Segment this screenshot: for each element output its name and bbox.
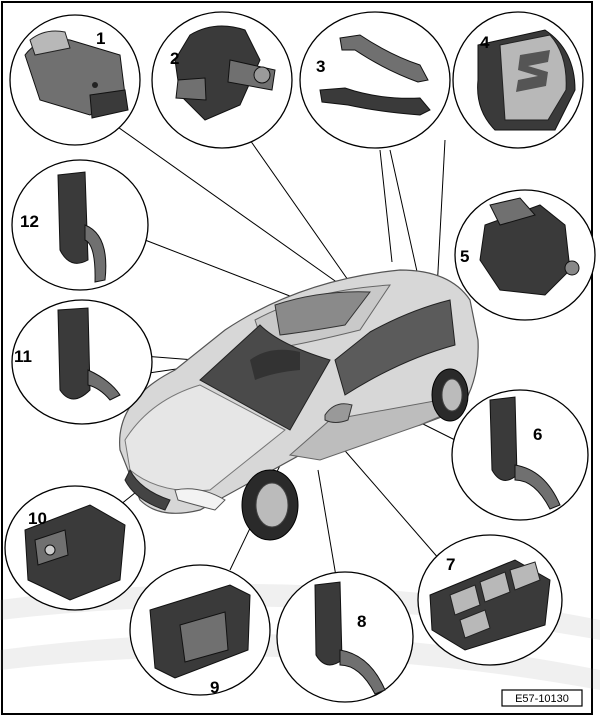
part-7-bubble: 7 <box>417 534 563 666</box>
part-3-bubble: 3 <box>299 11 451 149</box>
front-grille <box>124 468 171 511</box>
part-8-bubble: 8 <box>276 571 414 703</box>
car-illustration <box>119 269 479 541</box>
callout-label: 2 <box>170 49 179 68</box>
callout-label: 9 <box>210 678 219 697</box>
part-9-bubble: 9 <box>129 564 271 697</box>
part-6-bubble: 6 <box>451 389 589 521</box>
callout-label: 6 <box>533 425 542 444</box>
side-mirror <box>324 403 353 423</box>
reference-code: E57-10130 <box>515 693 569 705</box>
headlight <box>174 488 226 511</box>
callout-label: 4 <box>480 33 490 52</box>
sunroof <box>274 291 371 336</box>
part-4-bubble: 4 <box>452 11 584 149</box>
part-10-bubble: 10 <box>4 485 146 611</box>
callout-label: 10 <box>28 509 47 528</box>
callout-label: 3 <box>316 57 325 76</box>
callout-label: 5 <box>460 247 469 266</box>
windscreen <box>199 324 331 431</box>
reference-code-box: E57-10130 <box>501 689 583 707</box>
part-5-bubble: 5 <box>454 189 596 321</box>
part-11-bubble: 11 <box>11 299 153 425</box>
callout-label: 1 <box>96 29 105 48</box>
callout-label: 11 <box>14 347 32 366</box>
part-2-bubble: 2 <box>151 11 293 149</box>
part-12-bubble: 12 <box>11 159 149 291</box>
part-1-bubble: 1 <box>9 14 141 146</box>
callout-label: 12 <box>20 212 39 231</box>
callout-label: 7 <box>446 555 455 574</box>
callout-label: 8 <box>357 612 366 631</box>
diagram-frame <box>1 1 593 715</box>
